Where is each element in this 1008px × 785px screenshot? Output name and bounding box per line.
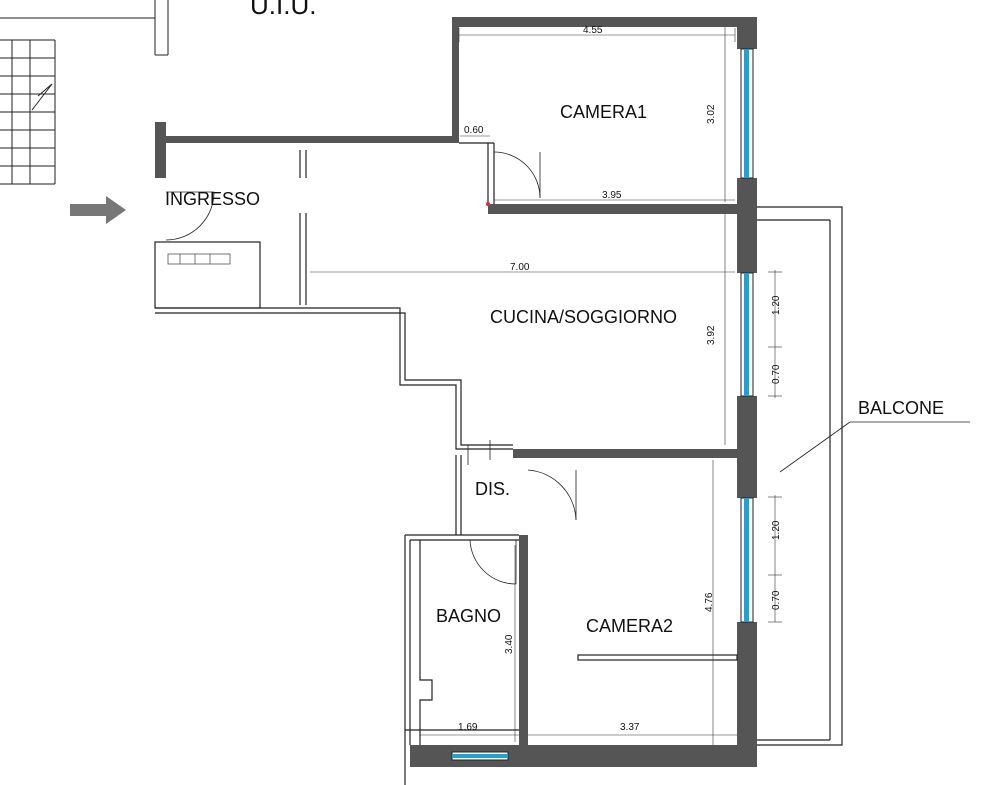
dim-window1: 1.20 xyxy=(771,295,782,315)
door-swings xyxy=(165,151,577,585)
dim-camera1-width: 4.55 xyxy=(583,25,603,36)
windows xyxy=(451,48,754,761)
room-label-balcone: BALCONE xyxy=(858,398,944,418)
walls xyxy=(155,17,757,767)
room-label-camera1: CAMERA1 xyxy=(560,102,647,122)
dim-window2: 1.20 xyxy=(771,520,782,540)
balcone-leader xyxy=(779,421,970,473)
top-left-walls xyxy=(0,0,169,56)
dim-living-height: 3.92 xyxy=(706,325,717,345)
partitions xyxy=(154,142,843,785)
dim-door-width: 0.60 xyxy=(464,125,484,136)
room-label-dis: DIS. xyxy=(475,479,510,499)
dim-camera1-height: 3.02 xyxy=(706,104,717,124)
dim-living-width: 7.00 xyxy=(510,262,530,273)
dim-bagno-height: 3.40 xyxy=(504,634,515,654)
entry-arrow-icon xyxy=(70,196,126,224)
kitchen-counter xyxy=(167,253,231,265)
dimension-marker xyxy=(486,202,490,206)
room-label-cucina: CUCINA/SOGGIORNO xyxy=(490,307,677,327)
dim-camera2-height: 4.76 xyxy=(704,592,715,612)
dim-camera1-inner: 3.95 xyxy=(602,190,622,201)
staircase xyxy=(0,39,56,185)
header-title: U.I.U. xyxy=(250,0,316,20)
room-label-ingresso: INGRESSO xyxy=(165,189,260,209)
dim-pier2: 0.70 xyxy=(771,590,782,610)
room-label-bagno: BAGNO xyxy=(436,606,501,626)
dim-pier1: 0.70 xyxy=(771,364,782,384)
room-label-camera2: CAMERA2 xyxy=(586,616,673,636)
dimension-lines xyxy=(310,27,782,745)
dim-bagno-width: 1.69 xyxy=(458,722,478,733)
dim-camera2-width: 3.37 xyxy=(620,722,640,733)
